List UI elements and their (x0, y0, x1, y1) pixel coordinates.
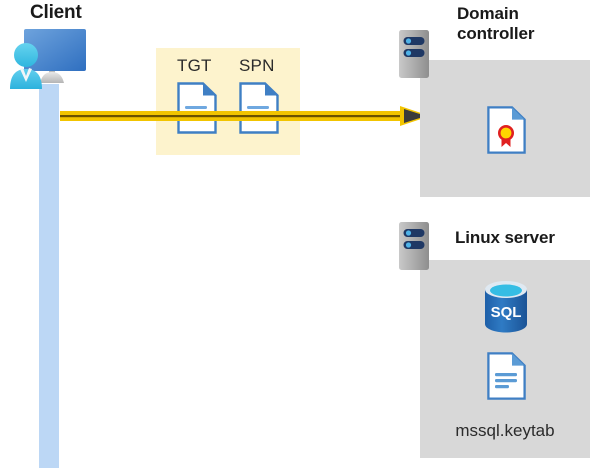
keytab-document-icon (487, 352, 526, 400)
domain-controller-server-rack-icon (399, 30, 429, 78)
client-lifeline (39, 84, 59, 468)
linux-server-rack-icon (399, 222, 429, 270)
domain-controller-title-line1: Domain (457, 4, 519, 23)
linux-server-title: Linux server (455, 228, 555, 247)
sql-badge-text: SQL (491, 304, 522, 321)
sql-database-icon: SQL (481, 279, 531, 334)
arrow-right-icon (60, 104, 430, 128)
user-with-monitor-icon (4, 27, 96, 92)
domain-controller-title: Domain controller (457, 4, 597, 44)
certificate-document-icon (487, 106, 526, 154)
domain-controller-title-line2: controller (457, 24, 535, 44)
spn-label: SPN (239, 56, 275, 75)
tgt-label: TGT (177, 56, 212, 75)
keytab-filename-label: mssql.keytab (455, 421, 555, 440)
tgt-spn-message-box: TGT SPN (156, 48, 300, 155)
client-title: Client (30, 2, 82, 23)
